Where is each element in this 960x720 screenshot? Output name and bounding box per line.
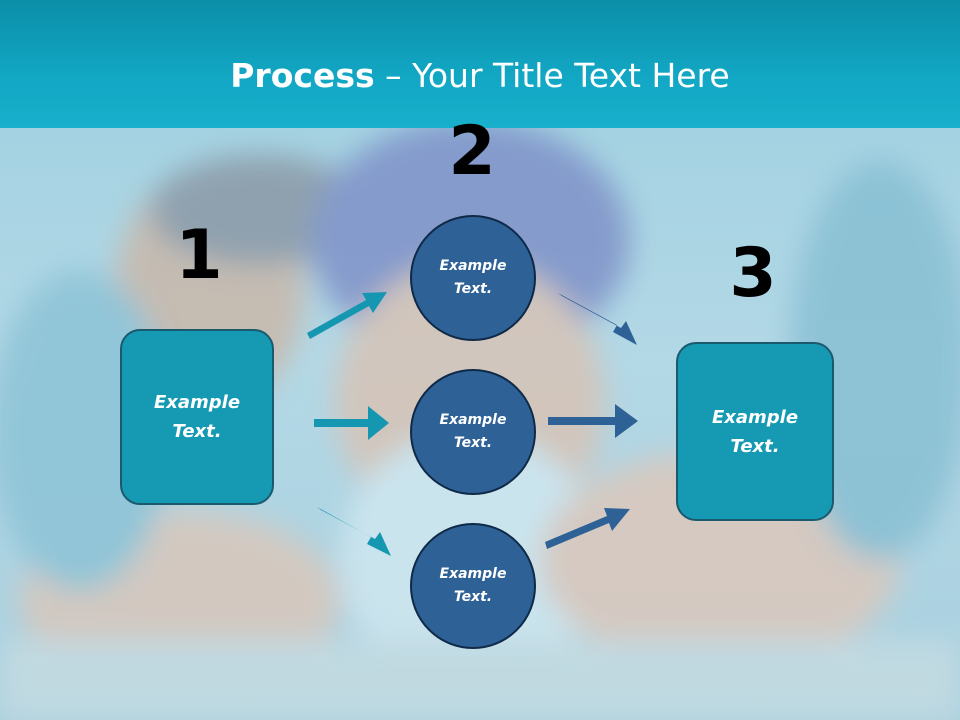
arrow-left-to-middle: [314, 406, 389, 440]
step-number-1: 1: [175, 216, 223, 295]
circle-middle-line2: Text.: [453, 435, 493, 451]
step-number-2: 2: [448, 112, 496, 191]
arrow-bottom-to-right: [545, 508, 630, 549]
arrow-left-to-top: [307, 292, 387, 339]
arrow-left-to-bottom: [317, 507, 391, 556]
step-3-text-line2: Text.: [730, 435, 780, 457]
title-rest: – Your Title Text Here: [374, 56, 730, 95]
step-3-text-line1: Example: [711, 406, 799, 428]
step-number-3: 3: [729, 234, 777, 313]
circle-top-line2: Text.: [453, 281, 493, 297]
circle-middle-line1: Example: [439, 412, 507, 428]
circle-bottom-line1: Example: [439, 566, 507, 582]
arrow-middle-to-right: [548, 404, 638, 438]
step-1-text-line2: Text.: [172, 421, 222, 442]
circle-top-line1: Example: [439, 258, 507, 274]
header-band: [0, 0, 960, 128]
slide-title: Process – Your Title Text Here: [0, 56, 960, 96]
arrow-top-to-right: [558, 293, 637, 345]
title-bold: Process: [230, 56, 375, 95]
circle-bottom-line2: Text.: [453, 589, 493, 605]
step-1-text-line1: Example: [153, 392, 241, 413]
